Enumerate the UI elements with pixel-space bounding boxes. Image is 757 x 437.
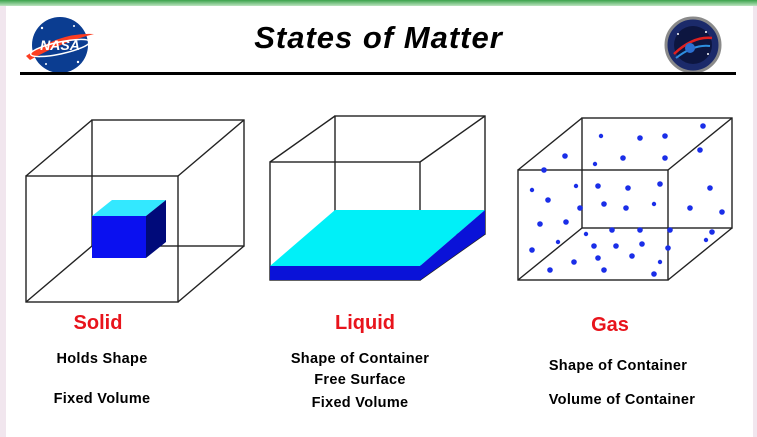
gas-particle	[598, 133, 604, 139]
gas-particle	[601, 201, 607, 207]
solid-block-side	[146, 200, 166, 258]
gas-particle	[657, 259, 663, 265]
gas-particle	[591, 243, 597, 249]
gas-particle	[665, 245, 671, 251]
solid-block-top	[92, 200, 166, 216]
gas-particles	[529, 123, 725, 277]
liquid-free-surface	[270, 210, 485, 266]
gas-particle	[662, 133, 668, 139]
gas-particle	[577, 205, 583, 211]
gas-particle	[639, 241, 645, 247]
gas-particle	[667, 227, 673, 233]
gas-particle	[709, 229, 715, 235]
nasa-logo-icon: NASA	[26, 17, 94, 73]
solid-block-front	[92, 216, 146, 258]
state-label-gas: Gas	[591, 314, 629, 336]
gas-particle	[703, 237, 709, 243]
page-title: States of Matter	[254, 20, 503, 55]
gas-particle	[700, 123, 706, 129]
liquid-property-1: Shape of Container	[290, 351, 430, 367]
gas-particle	[637, 227, 643, 233]
gas-particle	[625, 185, 631, 191]
liquid-front-layer	[270, 266, 420, 280]
gas-particle	[651, 201, 657, 207]
liquid-side-layer	[420, 210, 485, 280]
gas-particle	[529, 187, 535, 193]
gas-particle	[637, 135, 643, 141]
state-label-liquid: Liquid	[335, 312, 395, 334]
liquid-property-3: Fixed Volume	[311, 395, 409, 411]
gas-particle	[687, 205, 693, 211]
solid-property-2: Fixed Volume	[53, 391, 151, 407]
state-label-solid: Solid	[73, 312, 123, 334]
gas-particle	[623, 205, 629, 211]
gas-property-1: Shape of Container	[548, 358, 688, 374]
title-underline	[20, 72, 736, 75]
top-accent-bar	[0, 0, 757, 6]
gas-particle	[697, 147, 703, 153]
gas-particle	[595, 255, 601, 261]
solid-property-1: Holds Shape	[56, 351, 148, 367]
gas-property-2: Volume of Container	[548, 392, 696, 408]
gas-container	[517, 117, 733, 281]
gas-particle	[662, 155, 668, 161]
gas-particle	[537, 221, 543, 227]
solid-block	[92, 200, 166, 258]
exploration-seal-icon	[664, 16, 722, 74]
solid-container	[25, 119, 245, 303]
gas-particle	[613, 243, 619, 249]
gas-particle	[545, 197, 551, 203]
right-edge-bar	[753, 6, 757, 437]
gas-particle	[595, 183, 601, 189]
nasa-logo-text: NASA	[40, 37, 80, 53]
gas-particle	[529, 247, 535, 253]
gas-particle	[583, 231, 589, 237]
gas-particle	[592, 161, 598, 167]
gas-particle	[601, 267, 607, 273]
gas-particle	[547, 267, 553, 273]
gas-particle	[651, 271, 657, 277]
gas-particle	[707, 185, 713, 191]
gas-particle	[541, 167, 547, 173]
gas-particle	[562, 153, 568, 159]
gas-particle	[657, 181, 663, 187]
gas-particle	[629, 253, 635, 259]
gas-particle	[571, 259, 577, 265]
liquid-property-2: Free Surface	[314, 372, 406, 388]
gas-particle	[563, 219, 569, 225]
gas-particle	[573, 183, 579, 189]
gas-particle	[620, 155, 626, 161]
gas-particle	[609, 227, 615, 233]
gas-particle	[555, 239, 561, 245]
gas-particle	[719, 209, 725, 215]
liquid-body	[270, 210, 485, 280]
left-edge-bar	[0, 6, 6, 437]
